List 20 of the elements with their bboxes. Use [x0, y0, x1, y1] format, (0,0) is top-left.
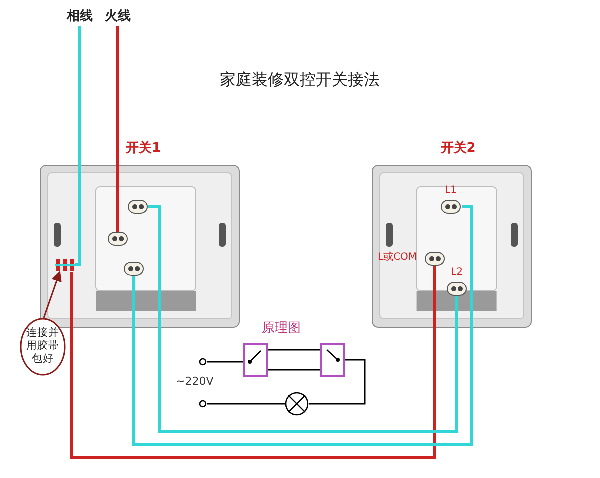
- circuit-line: [207, 361, 243, 363]
- wire: [116, 26, 120, 232]
- diagram-title: 家庭装修双控开关接法: [219, 72, 381, 88]
- switch-label: 开关2: [440, 142, 476, 155]
- wire: [70, 266, 436, 460]
- voltage-label: ~220V: [176, 376, 214, 387]
- circuit-line: [309, 359, 366, 405]
- circuit-line: [207, 403, 285, 405]
- schematic-title: 原理图: [262, 322, 301, 335]
- wire-label: 火线: [104, 10, 132, 23]
- circuit-line: [268, 369, 320, 371]
- wire: [75, 26, 82, 266]
- terminal-label: L2: [450, 268, 464, 278]
- terminal-label: L1: [444, 186, 458, 196]
- terminal-label: L或COM: [378, 253, 418, 263]
- wire-label: 相线: [66, 10, 94, 23]
- circuit-line: [268, 349, 320, 351]
- callout-note: 连接并用胶带包好: [26, 327, 60, 366]
- switch-label: 开关1: [126, 142, 162, 155]
- leader-arrow: [43, 271, 62, 318]
